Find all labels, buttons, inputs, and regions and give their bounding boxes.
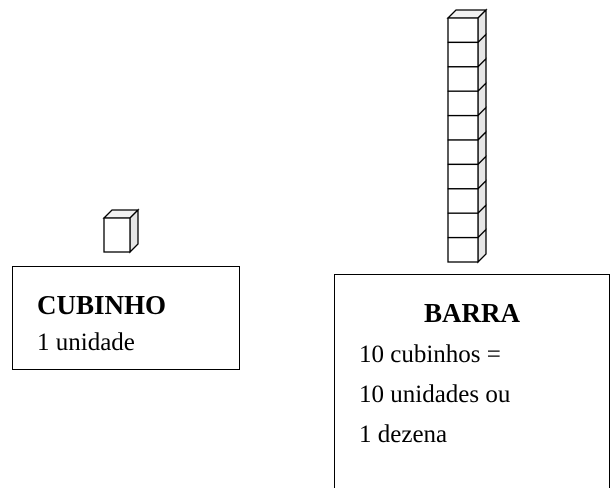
bar-cube-front xyxy=(447,17,479,44)
bar-cube-front xyxy=(447,163,479,190)
barra-description-line-1: 10 cubinhos = xyxy=(359,341,501,368)
bar-cube-front xyxy=(447,188,479,214)
barra-description-line-2: 10 unidades ou xyxy=(359,381,511,408)
bar-cube-front xyxy=(447,139,479,166)
cubinho-title: CUBINHO xyxy=(37,290,167,320)
bar-cube-front xyxy=(447,236,479,263)
bar-cube-front xyxy=(447,41,479,68)
bar-cube-front xyxy=(447,114,479,141)
cubinho-label-box: CUBINHO 1 unidade xyxy=(12,266,240,370)
cube-unit-icon xyxy=(102,208,140,254)
barra-description-line-3: 1 dezena xyxy=(359,421,448,448)
cube-unit-side xyxy=(129,208,139,254)
barra-label-box: BARRA 10 cubinhos = 10 unidades ou 1 dez… xyxy=(334,274,610,488)
bar-cube-front xyxy=(447,66,479,92)
barra-title: BARRA xyxy=(423,298,520,328)
bar-cube-front xyxy=(447,90,479,117)
cubinho-description: 1 unidade xyxy=(37,329,135,356)
bar-cube-front xyxy=(447,212,479,239)
cube-unit-front xyxy=(103,217,131,253)
bar-of-ten-cubes-icon xyxy=(446,8,488,264)
